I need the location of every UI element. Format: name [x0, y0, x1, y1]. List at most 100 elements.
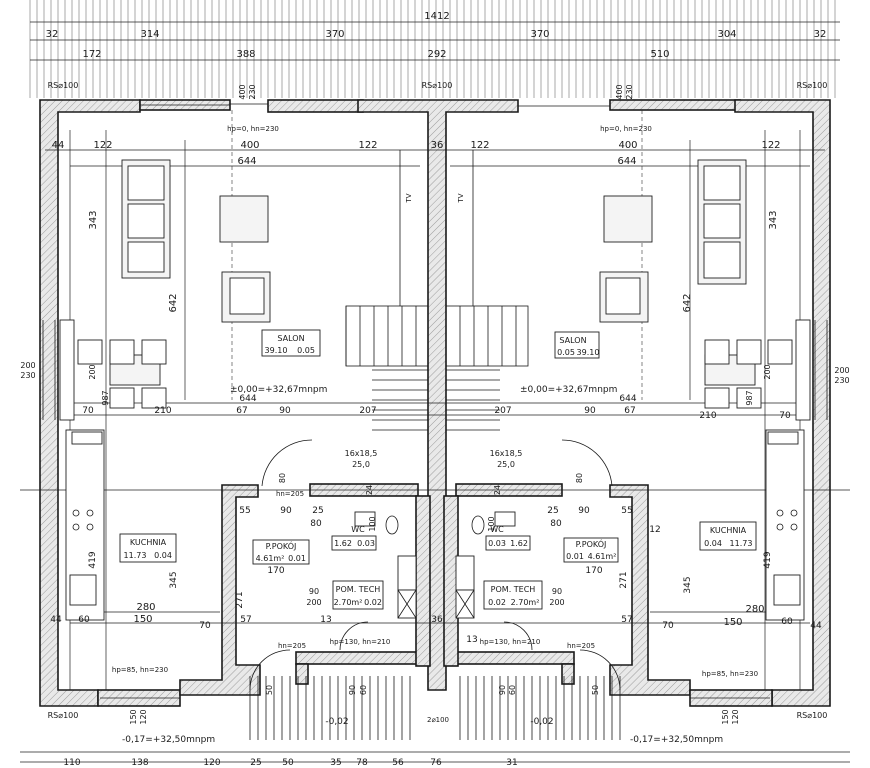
entry-dim: 60 [508, 685, 517, 695]
door-note: hn=205 [276, 490, 304, 498]
dim: 70 [82, 406, 94, 416]
dim: 644 [239, 394, 256, 404]
dim: 90 [309, 587, 319, 596]
coffee-table-right [603, 195, 653, 243]
wall-dim: 36 [431, 615, 443, 625]
tech-area: 2.70m² [511, 598, 540, 607]
stair-label: 16x18,5 [345, 449, 378, 458]
dim: 36 [431, 140, 444, 151]
dim: 271 [619, 571, 629, 588]
door-note: hn=205 [567, 642, 595, 650]
dim: 122 [358, 140, 377, 151]
tech-code: 0.02 [364, 598, 382, 607]
door-swings [249, 439, 621, 691]
dim-top-i: 292 [427, 49, 446, 60]
dim: 200 [549, 598, 564, 607]
dim: 345 [169, 571, 179, 588]
dim: 67 [236, 406, 247, 416]
dim: 122 [470, 140, 489, 151]
living-furniture-right [599, 159, 811, 421]
dim: 13 [466, 635, 477, 645]
entry-outlet: 2⌀100 [427, 716, 449, 724]
dim: 44 [810, 621, 822, 631]
dim: 90 [279, 406, 291, 416]
dim: 80 [310, 519, 322, 529]
wc-fixtures [354, 511, 516, 619]
kitchen-code: 0.04 [154, 551, 172, 560]
entry-level: -0,17=+32,50mnpm [122, 735, 215, 745]
dim: 207 [359, 406, 376, 416]
salon-code: 0.05 [557, 348, 575, 357]
dim: 419 [763, 551, 773, 568]
salon-code: 0.05 [297, 346, 315, 355]
dim: 12 [649, 525, 660, 535]
dim: 70 [779, 411, 791, 421]
coffee-table-left [219, 195, 269, 243]
dim: 25 [312, 506, 323, 516]
dim: 150 [723, 617, 742, 628]
dim: 200 [763, 364, 772, 379]
dim-top-g: 172 [82, 49, 101, 60]
dim: 200 [306, 598, 321, 607]
ppokoj-code: 0.01 [288, 554, 306, 563]
stair-label: 25,0 [497, 460, 515, 469]
kitchen-fittings [65, 429, 805, 621]
dim-window-right-a: 400 [615, 84, 624, 99]
ppokoj-label: P.POKÓJ [576, 538, 607, 549]
rs-label: RS⌀100 [48, 81, 79, 90]
dim-top-h: 388 [236, 49, 255, 60]
dim-overall: 1412 [424, 11, 449, 22]
dim: 210 [699, 411, 716, 421]
ppokoj-code: 0.01 [566, 552, 584, 561]
entry-level: -0,17=+32,50mnpm [630, 735, 723, 745]
side-dim: 230 [834, 376, 849, 385]
entry-dim: 50 [265, 685, 274, 695]
dim: 80 [550, 519, 562, 529]
dim: 100 [487, 516, 496, 531]
dim-window-right-b: 230 [625, 84, 634, 99]
dim: 80 [278, 473, 287, 483]
shared-labels: 36 2⌀100 110 138 120 25 50 35 78 56 76 3… [63, 615, 517, 768]
dim: 987 [101, 390, 110, 405]
dim: 207 [494, 406, 511, 416]
dim: 44 [50, 615, 62, 625]
depth-dim: 343 [768, 210, 779, 229]
entry-dim: 50 [591, 685, 600, 695]
width-dim: 644 [237, 156, 256, 167]
dim: 60 [781, 617, 793, 627]
ppokoj-label: P.POKÓJ [266, 540, 297, 551]
level-mark: ±0,00=+32,67mnpm [520, 385, 617, 395]
living-furniture-left [59, 159, 271, 421]
window-note-bottom: hp=85, hn=230 [702, 670, 758, 678]
rain-outlets: RS⌀100 RS⌀100 RS⌀100 RS⌀100 RS⌀100 [48, 81, 828, 720]
salon-label: SALON [559, 336, 586, 345]
wc-area: 1.62 [334, 539, 352, 548]
entry-dim: 150 [129, 709, 138, 724]
window-note: hp=0, hn=230 [600, 125, 652, 133]
bottom-dim: 50 [282, 758, 294, 768]
dim: 90 [552, 587, 562, 596]
rs-label: RS⌀100 [422, 81, 453, 90]
entry-dim: 120 [731, 709, 740, 724]
dim: 80 [575, 473, 584, 483]
dim: 44 [52, 140, 65, 151]
dim: 150 [133, 614, 152, 625]
kitchen-code: 0.04 [704, 539, 722, 548]
dim: 24 [365, 485, 374, 495]
dim: 100 [368, 516, 377, 531]
rs-label: RS⌀100 [797, 81, 828, 90]
dim-top-f: 32 [814, 29, 827, 40]
kitchen-label: KUCHNIA [710, 526, 747, 535]
entry-dim: 150 [721, 709, 730, 724]
side-dim: 200 [834, 366, 849, 375]
kitchen-area: 11.73 [730, 539, 753, 548]
bottom-dim: 78 [356, 758, 368, 768]
bottom-dim: 25 [250, 758, 261, 768]
dim-top-e: 304 [717, 29, 736, 40]
dim: 90 [280, 506, 292, 516]
salon-area: 39.10 [577, 348, 600, 357]
depth-dim: 343 [88, 210, 99, 229]
dim: 57 [621, 615, 632, 625]
kitchen-label: KUCHNIA [130, 538, 167, 547]
